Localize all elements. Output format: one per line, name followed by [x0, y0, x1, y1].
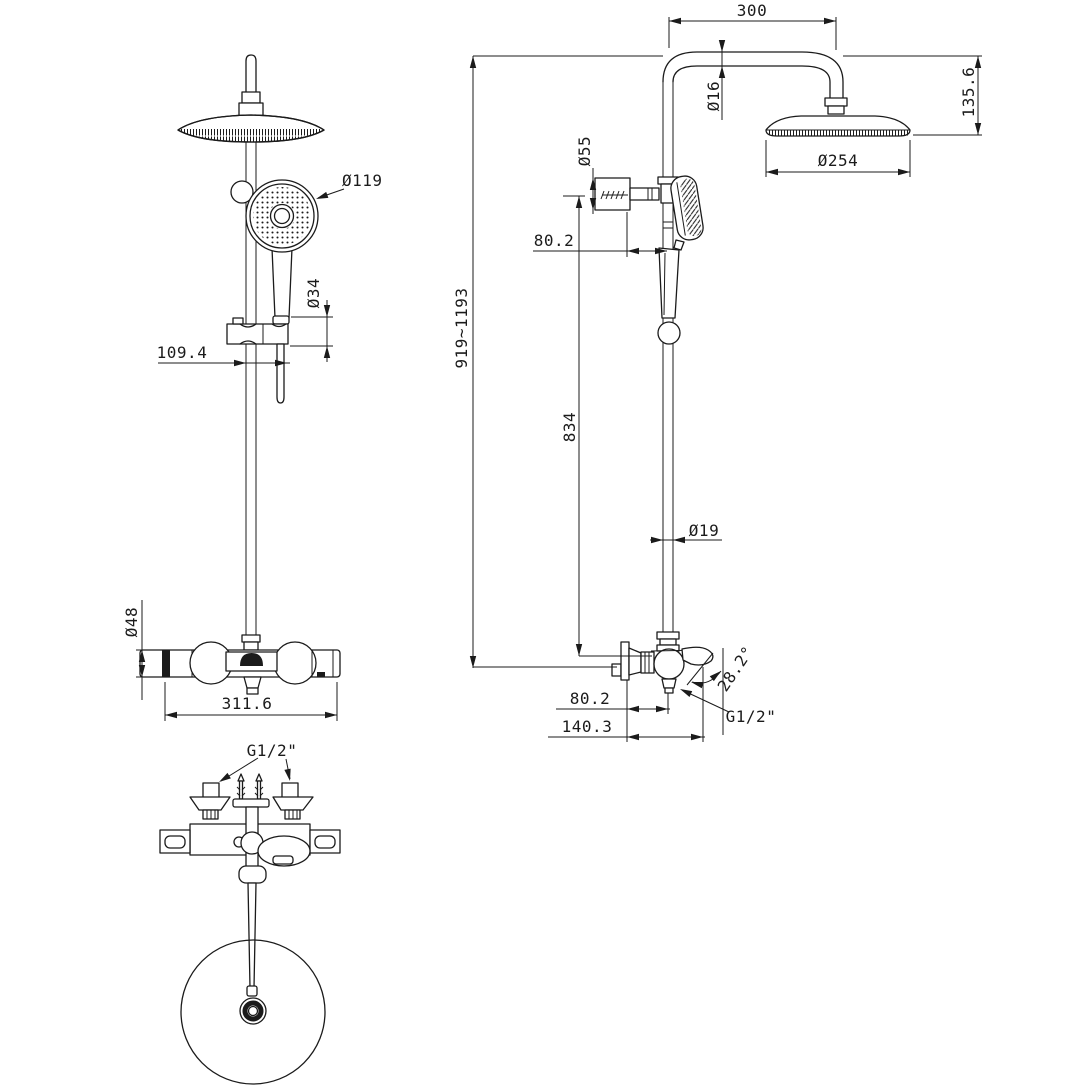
dim-handle-diameter: Ø34: [304, 278, 323, 308]
dim-holder-offset: 109.4: [157, 343, 208, 362]
valve-bottom-view: [159, 773, 341, 1085]
holder-knob: [230, 180, 254, 204]
fixing-pins: [236, 773, 264, 800]
dim-spout-angle: 28.2°: [714, 642, 758, 695]
dim-outlet-thread: G1/2": [726, 707, 777, 726]
overhead-shower-front: [177, 114, 325, 143]
dim-spout-reach: 140.3: [562, 717, 613, 736]
flow-handle: [273, 641, 317, 685]
dim-lower-wall-offset: 80.2: [570, 689, 611, 708]
front-view-dimensions: Ø119 Ø34 109.4 Ø48 311: [122, 171, 383, 785]
dim-overall-height-range: 919~1193: [452, 287, 471, 368]
dim-valve-body-diameter: Ø48: [122, 607, 141, 637]
side-view: 300 Ø16 135.6 Ø254 Ø55: [452, 1, 982, 742]
tub-spout-bottom: [257, 835, 311, 867]
dim-inlet-thread: G1/2": [247, 741, 298, 760]
hand-shower-side: [657, 175, 704, 345]
dim-hand-shower-diameter: Ø119: [342, 171, 383, 190]
dim-wall-bracket-diameter: Ø55: [575, 136, 594, 166]
tub-spout-side: [681, 646, 714, 666]
dim-slide-bar-length: 834: [560, 412, 579, 442]
front-view: Ø119 Ø34 109.4 Ø48 311: [122, 54, 383, 1085]
dim-head-drop: 135.6: [959, 67, 978, 118]
dim-head-diameter: Ø254: [818, 151, 859, 170]
dim-arm-length: 300: [737, 1, 767, 20]
wall-supply-bracket: [594, 177, 660, 211]
shower-column: [662, 51, 848, 632]
overhead-shower-side: [765, 115, 911, 137]
slide-bracket: [226, 317, 289, 404]
side-view-dimensions: 300 Ø16 135.6 Ø254 Ø55: [452, 1, 982, 742]
thermostatic-valve-front: [139, 634, 341, 695]
dim-arm-pipe-diameter: Ø16: [704, 81, 723, 111]
dim-pipe-diameter: Ø19: [689, 521, 719, 540]
dim-upper-wall-offset: 80.2: [534, 231, 575, 250]
thermostatic-valve-side: [611, 631, 724, 735]
hand-shower-hose: [276, 343, 285, 404]
dim-valve-width: 311.6: [222, 694, 273, 713]
hand-shower-front: [230, 179, 319, 325]
overhead-shower-top-view: [180, 939, 326, 1085]
